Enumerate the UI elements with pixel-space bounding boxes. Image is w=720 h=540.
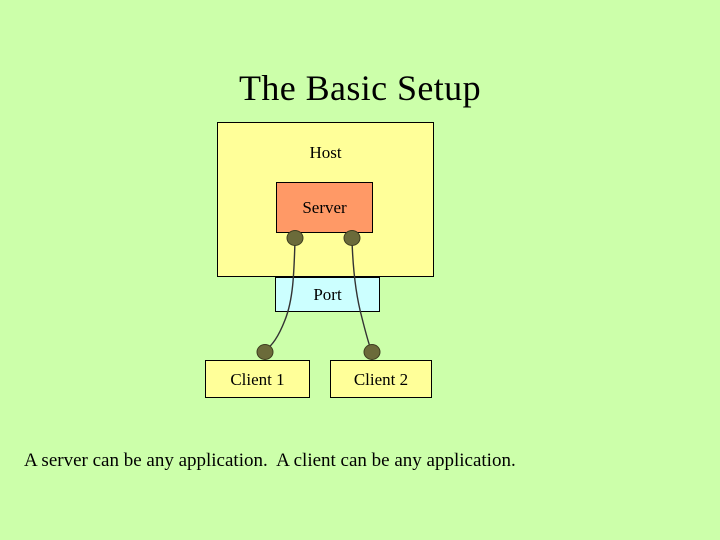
connector-dot-client1 xyxy=(256,344,274,360)
server-box: Server xyxy=(276,182,373,233)
client1-label: Client 1 xyxy=(230,369,285,389)
server-label: Server xyxy=(302,198,347,217)
client2-label: Client 2 xyxy=(353,369,409,389)
port-label: Port xyxy=(313,285,342,304)
page-title: The Basic Setup xyxy=(239,68,481,108)
client2-box: Client 2 xyxy=(330,360,432,398)
client1-box: Client 1 xyxy=(205,360,310,398)
host-label: Host xyxy=(309,143,342,162)
connector-dot-client2 xyxy=(363,344,381,360)
port-box: Port xyxy=(275,277,380,312)
caption-text: A server can be any application. A clien… xyxy=(24,450,516,471)
